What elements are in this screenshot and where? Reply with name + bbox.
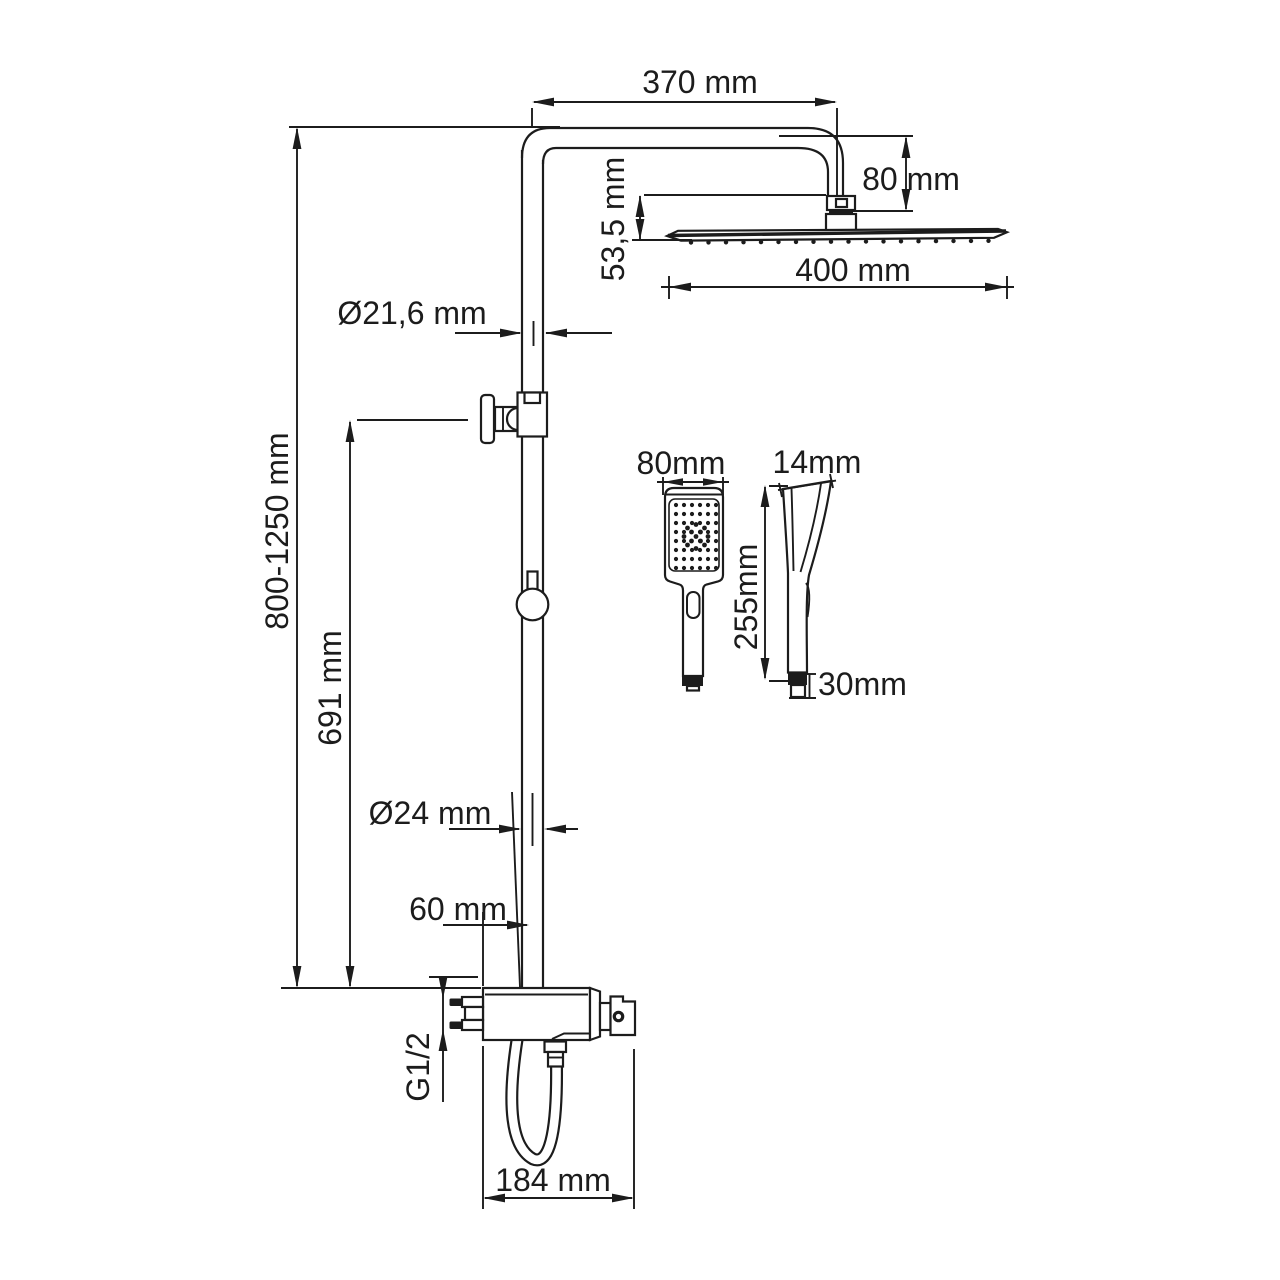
dim-label-inlet-thread: G1/2: [400, 1032, 436, 1101]
dim-label-mixer-offset: 60 mm: [409, 891, 507, 927]
dim-mixer-width: 184 mm: [482, 1046, 635, 1209]
plate-top-edge: [667, 229, 1007, 238]
dim-handshower-cone: 30mm: [789, 666, 907, 702]
dim-upper-pipe-diameter: Ø21,6 mm: [337, 295, 612, 346]
handshower-body: [663, 486, 725, 678]
mixer-right-cap: [588, 986, 602, 1042]
bracket-bump: [505, 406, 520, 432]
slider-stem: [526, 570, 539, 591]
overhead-shower-plate: [664, 227, 1011, 245]
thermostat-mixer: [449, 986, 637, 1068]
dim-label-upper-pipe: Ø21,6 mm: [337, 295, 486, 331]
dim-head-drop: 80 mm: [779, 135, 960, 212]
handshower-grip-band: [682, 676, 703, 686]
dim-handshower-length: 255mm: [728, 485, 793, 682]
side-body: [781, 479, 833, 674]
inlet-tip-top: [449, 998, 462, 1006]
shower-column: [449, 126, 1011, 1167]
dim-bracket-height: 691 mm: [312, 419, 468, 988]
dim-label-head-connector: 53,5 mm: [595, 157, 631, 281]
hose-edge-line: [511, 791, 521, 988]
dim-label-handshower-depth: 14mm: [773, 444, 862, 480]
dim-inlet-thread: G1/2: [400, 976, 478, 1102]
inlet-pipe-top: [460, 995, 485, 1009]
wall-bracket: [479, 391, 549, 445]
dim-label-bracket-height: 691 mm: [312, 630, 348, 746]
head-connector: [824, 194, 858, 235]
dim-label-arm-length: 370 mm: [642, 64, 758, 100]
hose-outlet: [543, 1040, 568, 1068]
water-inlet-top: [449, 995, 485, 1009]
side-button-bump: [805, 582, 811, 618]
dim-column-height: 800-1250 mm: [259, 126, 560, 989]
handshower-face: [668, 498, 720, 572]
inlet-pipe-bottom: [460, 1018, 485, 1032]
bracket-notch: [523, 391, 542, 405]
outlet-cone: [546, 1050, 565, 1068]
mixer-body-bevel: [551, 1032, 589, 1040]
inlet-step-block: [463, 1005, 485, 1022]
dim-label-mixer-width: 184 mm: [495, 1162, 611, 1198]
connector-gasket: [829, 209, 853, 214]
dim-label-head-drop: 80 mm: [862, 161, 960, 197]
mixer-handle-stub: [598, 1001, 612, 1032]
dim-head-width: 400 mm: [661, 252, 1014, 299]
dimension-annotations: 370 mm 800-1250 mm 691 mm Ø21,6 mm: [259, 64, 1014, 1209]
hand-shower-side-view: [781, 479, 833, 699]
dim-label-handshower-cone: 30mm: [818, 666, 907, 702]
dim-handshower-width: 80mm: [637, 445, 729, 495]
dim-mixer-offset: 60 mm: [409, 891, 529, 986]
connector-nut-inner: [834, 197, 849, 209]
side-face-line: [799, 483, 822, 573]
dim-label-head-width: 400 mm: [795, 252, 911, 288]
mixer-handle-hole: [612, 1010, 625, 1023]
dim-label-column-height: 800-1250 mm: [259, 432, 295, 629]
handshower-inlet-nub: [685, 684, 701, 692]
dim-handshower-depth: 14mm: [773, 444, 862, 498]
handshower-spray-dots: [673, 502, 719, 571]
dim-lower-pipe-diameter: Ø24 mm: [369, 793, 578, 846]
slider-wheel: [515, 587, 550, 622]
plate-nozzles: [688, 238, 991, 245]
side-inlet-nub: [789, 683, 807, 699]
dim-arm-length: 370 mm: [531, 64, 838, 195]
outlet-nut: [543, 1040, 568, 1054]
shower-arm-inner: [541, 146, 830, 196]
mixer-body: [481, 986, 592, 1042]
side-face-line2: [790, 488, 795, 572]
shower-hose: [505, 1039, 564, 1167]
dim-label-handshower-width: 80mm: [637, 445, 726, 481]
dim-label-handshower-length: 255mm: [728, 544, 764, 651]
shower-arm-outer: [520, 126, 845, 196]
dim-head-connector: 53,5 mm: [595, 157, 826, 281]
water-inlet-bottom: [449, 1018, 485, 1032]
side-grip-band: [788, 672, 807, 685]
bracket-knob: [479, 393, 496, 445]
hose-inner: [507, 1039, 561, 1165]
dim-label-lower-pipe: Ø24 mm: [369, 795, 492, 831]
handshower-mode-button: [686, 591, 701, 619]
inlet-tip-bottom: [449, 1021, 462, 1029]
hand-shower-front-view: [663, 486, 725, 692]
slider-knob: [515, 570, 550, 622]
